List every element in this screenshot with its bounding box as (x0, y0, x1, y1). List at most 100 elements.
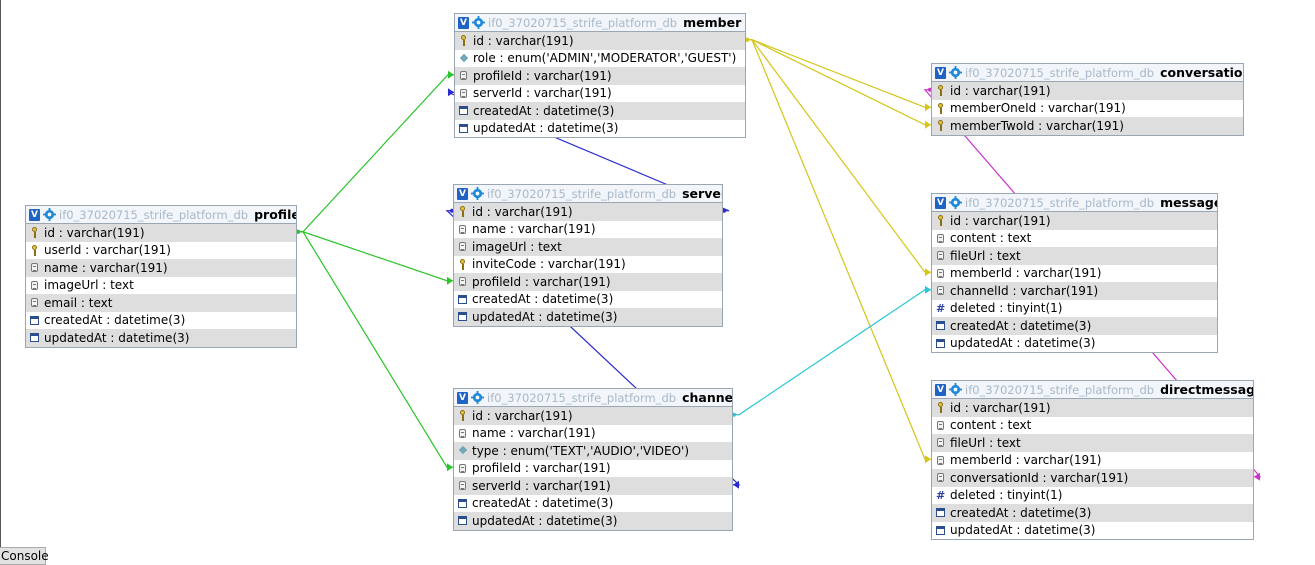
table-column[interactable]: id : varchar(191) (26, 224, 296, 242)
column-definition: memberOneId : varchar(191) (950, 101, 1126, 116)
table-name: profile (254, 207, 296, 222)
table-column[interactable]: createdAt : datetime(3) (932, 504, 1253, 522)
gear-icon[interactable] (949, 66, 962, 79)
toggle-columns-icon[interactable]: V (457, 391, 468, 404)
table-column[interactable]: email : text (26, 294, 296, 312)
enum-icon (458, 445, 467, 456)
table-column[interactable]: imageUrl : text (26, 277, 296, 295)
table-column[interactable]: id : varchar(191) (932, 82, 1243, 100)
date-icon (936, 507, 945, 518)
gear-icon[interactable] (949, 196, 962, 209)
toggle-columns-icon[interactable]: V (457, 187, 468, 200)
table-column[interactable]: imageUrl : text (454, 238, 722, 256)
table-column[interactable]: updatedAt : datetime(3) (455, 120, 745, 138)
table-column[interactable]: id : varchar(191) (454, 407, 732, 425)
table-column[interactable]: createdAt : datetime(3) (26, 312, 296, 330)
toggle-columns-icon[interactable]: V (935, 196, 946, 209)
table-column[interactable]: id : varchar(191) (932, 399, 1253, 417)
date-icon (458, 294, 467, 305)
table-column[interactable]: content : text (932, 230, 1217, 248)
key-icon (30, 227, 39, 239)
toggle-columns-icon[interactable]: V (29, 208, 40, 221)
table-column[interactable]: updatedAt : datetime(3) (26, 329, 296, 347)
table-column[interactable]: updatedAt : datetime(3) (454, 308, 722, 326)
table-column[interactable]: updatedAt : datetime(3) (932, 522, 1253, 540)
table-column[interactable]: createdAt : datetime(3) (455, 102, 745, 120)
gear-icon[interactable] (949, 383, 962, 396)
table-column[interactable]: serverId : varchar(191) (455, 85, 745, 103)
table-column[interactable]: updatedAt : datetime(3) (932, 335, 1217, 353)
console-tab[interactable]: Console (0, 547, 49, 565)
text-icon (30, 297, 39, 308)
enum-icon (459, 53, 468, 64)
table-column[interactable]: inviteCode : varchar(191) (454, 256, 722, 274)
table-column[interactable]: createdAt : datetime(3) (932, 317, 1217, 335)
column-definition: email : text (44, 295, 113, 310)
table-column[interactable]: content : text (932, 417, 1253, 435)
text-icon (459, 70, 468, 81)
date-icon (936, 320, 945, 331)
table-column[interactable]: memberTwoId : varchar(191) (932, 117, 1243, 135)
table-column[interactable]: profileId : varchar(191) (454, 460, 732, 478)
table-column[interactable]: fileUrl : text (932, 247, 1217, 265)
table-column[interactable]: name : varchar(191) (26, 259, 296, 277)
table-column[interactable]: serverId : varchar(191) (454, 477, 732, 495)
toggle-columns-icon[interactable]: V (935, 383, 946, 396)
text-icon (936, 268, 945, 279)
date-icon (459, 123, 468, 134)
column-definition: name : varchar(191) (472, 222, 596, 237)
toggle-columns-icon[interactable]: V (935, 66, 946, 79)
table-column[interactable]: channelId : varchar(191) (932, 282, 1217, 300)
table-column[interactable]: profileId : varchar(191) (455, 67, 745, 85)
table-column[interactable]: #deleted : tinyint(1) (932, 300, 1217, 318)
text-icon (459, 88, 468, 99)
table-column[interactable]: memberId : varchar(191) (932, 452, 1253, 470)
gear-icon[interactable] (471, 391, 484, 404)
table-column[interactable]: userId : varchar(191) (26, 242, 296, 260)
table-column[interactable]: fileUrl : text (932, 434, 1253, 452)
table-column[interactable]: id : varchar(191) (454, 203, 722, 221)
text-icon (458, 224, 467, 235)
column-definition: createdAt : datetime(3) (950, 505, 1092, 520)
table-column[interactable]: id : varchar(191) (455, 32, 745, 50)
date-icon (458, 311, 467, 322)
table-column[interactable]: updatedAt : datetime(3) (454, 512, 732, 530)
text-icon (458, 428, 467, 439)
table-column[interactable]: name : varchar(191) (454, 425, 732, 443)
table-column[interactable]: createdAt : datetime(3) (454, 495, 732, 513)
table-server[interactable]: Vif0_37020715_strife_platform_dbserverid… (453, 184, 723, 327)
gear-icon[interactable] (43, 208, 56, 221)
gear-icon[interactable] (471, 187, 484, 200)
relation-line (746, 39, 931, 108)
toggle-columns-icon[interactable]: V (458, 16, 469, 29)
table-column[interactable]: profileId : varchar(191) (454, 273, 722, 291)
column-list: id : varchar(191)name : varchar(191)type… (454, 407, 732, 530)
table-column[interactable]: name : varchar(191) (454, 221, 722, 239)
table-column[interactable]: memberId : varchar(191) (932, 265, 1217, 283)
table-column[interactable]: #deleted : tinyint(1) (932, 487, 1253, 505)
table-column[interactable]: id : varchar(191) (932, 212, 1217, 230)
database-name: if0_37020715_strife_platform_db (488, 15, 678, 30)
table-column[interactable]: type : enum('TEXT','AUDIO','VIDEO') (454, 442, 732, 460)
table-column[interactable]: createdAt : datetime(3) (454, 291, 722, 309)
key-icon (458, 410, 467, 422)
table-column[interactable]: memberOneId : varchar(191) (932, 100, 1243, 118)
database-name: if0_37020715_strife_platform_db (59, 207, 249, 222)
table-column[interactable]: conversationId : varchar(191) (932, 469, 1253, 487)
gear-icon[interactable] (472, 16, 485, 29)
table-column[interactable]: role : enum('ADMIN','MODERATOR','GUEST') (455, 50, 745, 68)
